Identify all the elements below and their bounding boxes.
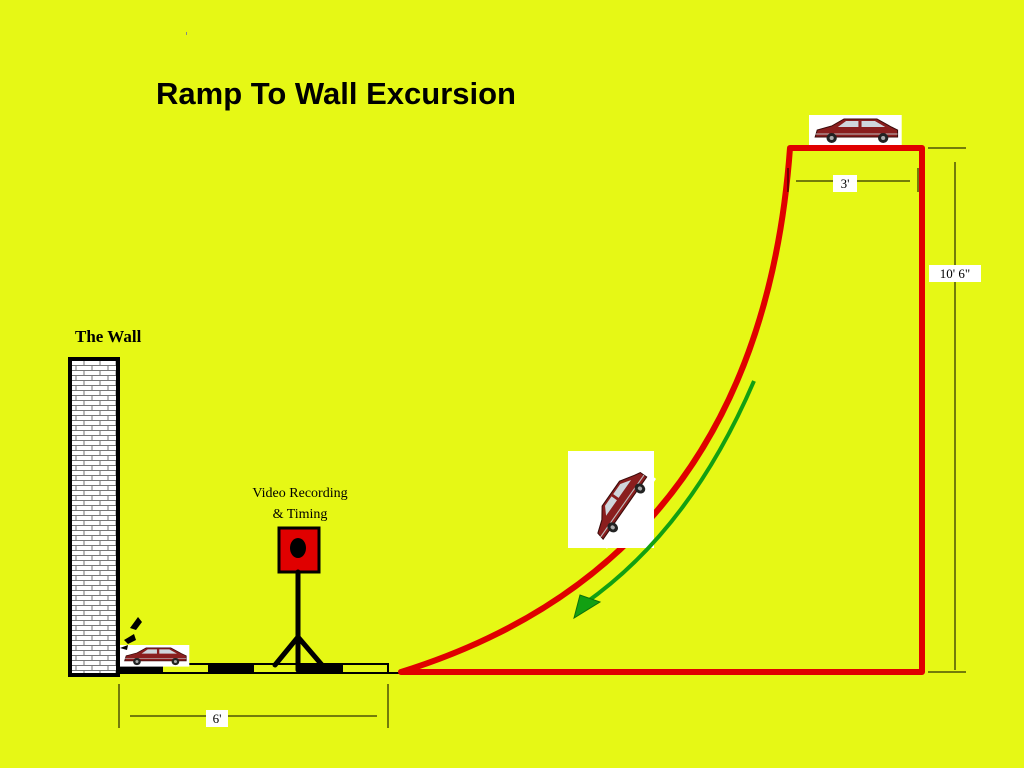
crashed-car: [119, 644, 190, 667]
camera-label-line2: & Timing: [272, 507, 328, 522]
camera-label: Video Recording & Timing: [232, 483, 368, 525]
page-title: Ramp To Wall Excursion: [156, 76, 516, 111]
dimension-run-to-wall: 6': [206, 710, 228, 727]
dimension-top-platform: 3': [833, 175, 857, 192]
arrow-down-icon: [582, 380, 756, 606]
car-icon: [808, 114, 903, 146]
stray-mark: [186, 32, 187, 35]
tripod: [272, 569, 325, 673]
camera-label-line1: Video Recording: [252, 486, 348, 501]
dimension-lines: [118, 147, 966, 728]
arrow-head: [573, 594, 602, 620]
debris-icon: [120, 617, 142, 650]
wall-label: The Wall: [75, 327, 142, 346]
dimension-ramp-height: 10' 6": [929, 265, 981, 282]
brick-wall-icon: [68, 357, 120, 677]
descending-car: [568, 451, 657, 550]
camera-icon: [277, 526, 321, 574]
ramp-outline: [398, 145, 925, 675]
